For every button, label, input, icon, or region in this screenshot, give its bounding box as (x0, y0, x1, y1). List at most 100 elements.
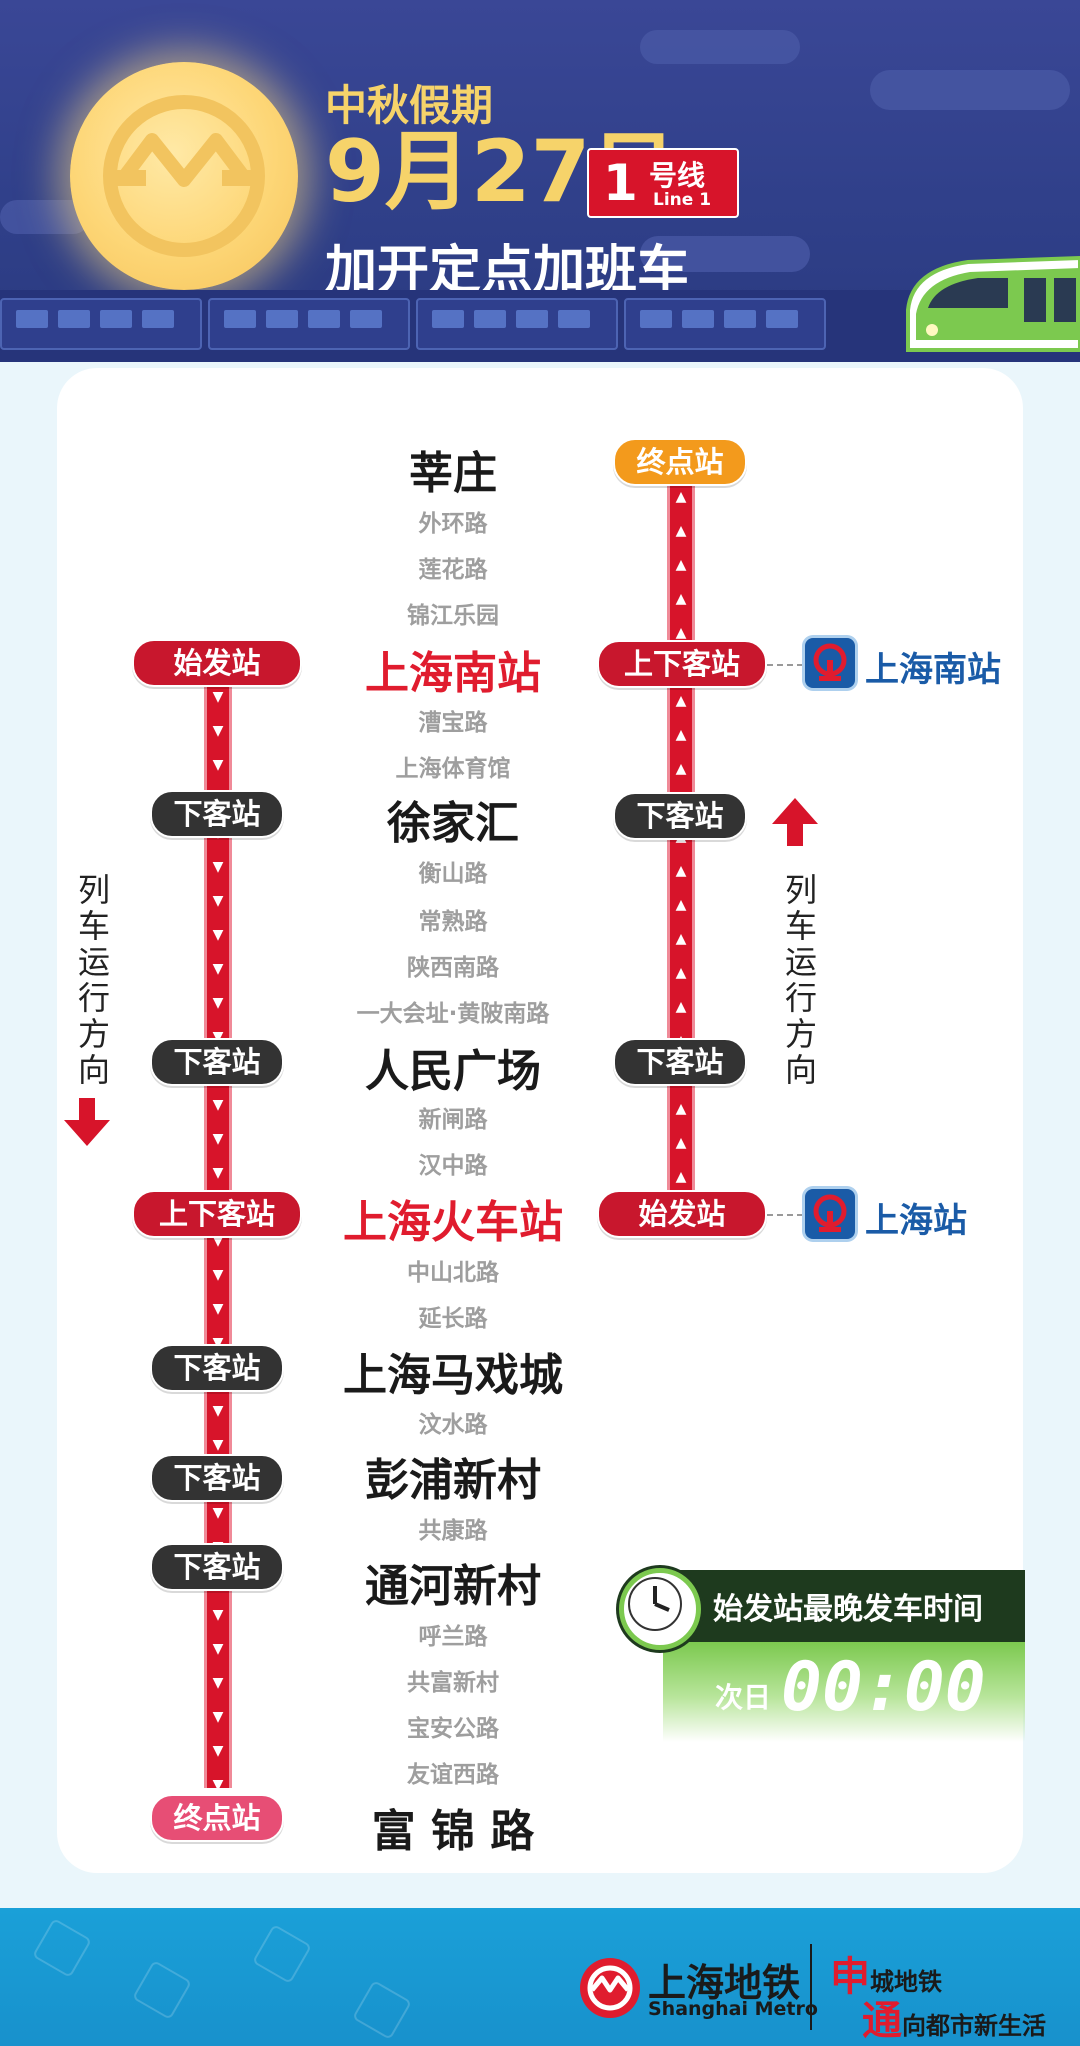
chevron-up-icon: ▲ (675, 693, 687, 709)
chevron-down-icon: ▼ (212, 961, 224, 977)
slogan-rest: 城地铁 (870, 1967, 942, 1996)
footer-brand-en: Shanghai Metro (648, 1998, 818, 2020)
chevron-up-icon: ▲ (675, 1135, 687, 1151)
chevron-down-icon: ▼ (212, 1335, 224, 1351)
cloud-decoration (640, 30, 800, 64)
station-name-major: 上海马戏城 (343, 1350, 563, 1401)
header-banner: 中秋假期 9月27日 1 号线 Line 1 加开定点加班车 (0, 0, 1080, 362)
right-direction-label: 列车运行方向 (780, 873, 818, 1089)
station-name-minor: 常熟路 (418, 909, 488, 935)
next-day-prefix: 次日 (715, 1681, 772, 1714)
last-train-time: 00:00 (781, 1648, 986, 1727)
station-name-minor: 漕宝路 (418, 710, 488, 736)
station-name-major: 彭浦新村 (365, 1455, 541, 1506)
station-name-minor: 共富新村 (407, 1670, 499, 1696)
last-train-panel: 始发站最晚发车时间 次日 00:00 (619, 1568, 1025, 1743)
metro-logo-icon (580, 1958, 640, 2018)
station-name-major: 徐家汇 (387, 798, 519, 849)
station-name-major: 莘庄 (409, 448, 497, 499)
down-arrow-icon (64, 1098, 110, 1146)
line-number: 1 (603, 154, 638, 212)
hex-decoration (131, 1959, 193, 2021)
station-name-major: 人民广场 (365, 1046, 541, 1097)
chevron-down-icon: ▼ (212, 1505, 224, 1521)
left-tag-alight: 下客站 (150, 790, 284, 838)
station-name-minor: 莲花路 (418, 557, 488, 583)
left-tag-terminus: 终点站 (150, 1794, 284, 1842)
railway-icon (805, 638, 855, 688)
chevron-down-icon: ▼ (212, 1165, 224, 1181)
footer-banner: 上海地铁 Shanghai Metro 申城地铁 通向都市新生活 (0, 1908, 1080, 2046)
chevron-up-icon: ▲ (675, 625, 687, 641)
chevron-down-icon: ▼ (212, 1131, 224, 1147)
station-name-major: 上海南站 (365, 648, 541, 699)
last-train-header: 始发站最晚发车时间 (663, 1570, 1025, 1642)
railway-station-label: 上海站 (865, 1201, 967, 1241)
chevron-down-icon: ▼ (212, 893, 224, 909)
chevron-down-icon: ▼ (212, 1097, 224, 1113)
train-rail-strip (0, 290, 1080, 362)
station-name-minor: 锦江乐园 (407, 603, 499, 629)
cloud-decoration (870, 70, 1070, 110)
right-tag-alight: 下客站 (613, 792, 747, 840)
chevron-down-icon: ▼ (212, 757, 224, 773)
left-tag-origin: 始发站 (132, 639, 302, 687)
chevron-up-icon: ▲ (675, 897, 687, 913)
train-car (0, 298, 202, 350)
clock-icon (619, 1568, 701, 1650)
chevron-up-icon: ▲ (675, 557, 687, 573)
chevron-up-icon: ▲ (675, 727, 687, 743)
chevron-up-icon: ▲ (675, 1101, 687, 1117)
left-direction-label: 列车运行方向 (73, 873, 111, 1089)
station-name-major: 通河新村 (365, 1561, 541, 1612)
train-head-icon (906, 255, 1080, 352)
line-badge: 1 号线 Line 1 (587, 148, 739, 218)
right-tag-terminus: 终点站 (613, 438, 747, 486)
metro-logo-icon (103, 95, 265, 257)
station-name-minor: 一大会址·黄陂南路 (356, 1001, 550, 1027)
left-tag-alight: 下客站 (150, 1038, 284, 1086)
transfer-connector (767, 664, 803, 666)
train-car (416, 298, 618, 350)
station-name-minor: 陕西南路 (407, 955, 499, 981)
footer-brand-cn: 上海地铁 (648, 1961, 801, 2005)
left-tag-board-alight: 上下客站 (132, 1190, 302, 1238)
slogan-char: 通 (862, 1997, 902, 2044)
chevron-down-icon: ▼ (212, 1029, 224, 1045)
chevron-down-icon: ▼ (212, 1403, 224, 1419)
station-name-minor: 共康路 (418, 1518, 488, 1544)
chevron-up-icon: ▲ (675, 1169, 687, 1185)
station-name-minor: 呼兰路 (418, 1624, 488, 1650)
up-arrow-icon (772, 798, 818, 846)
right-tag-board-alight: 上下客站 (597, 640, 767, 688)
chevron-up-icon: ▲ (675, 965, 687, 981)
hex-decoration (31, 1917, 93, 1979)
chevron-down-icon: ▼ (212, 1709, 224, 1725)
station-name-minor: 外环路 (418, 511, 488, 537)
station-name-minor: 汶水路 (418, 1412, 488, 1438)
hex-decoration (251, 1923, 313, 1985)
slogan-rest: 向都市新生活 (902, 2011, 1046, 2040)
train-car (624, 298, 826, 350)
station-name-minor: 上海体育馆 (395, 756, 511, 782)
chevron-down-icon: ▼ (212, 995, 224, 1011)
station-name-minor: 友谊西路 (407, 1762, 499, 1788)
chevron-down-icon: ▼ (212, 1233, 224, 1249)
railway-icon (805, 1189, 855, 1239)
line-label-en: Line 1 (653, 190, 712, 210)
station-name-major: 上海火车站 (343, 1197, 563, 1248)
chevron-down-icon: ▼ (212, 1267, 224, 1283)
railway-station-label: 上海南站 (865, 650, 1001, 690)
chevron-down-icon: ▼ (212, 927, 224, 943)
right-tag-origin: 始发站 (597, 1190, 767, 1238)
left-tag-alight: 下客站 (150, 1543, 284, 1591)
slogan-char: 申 (830, 1953, 870, 2000)
chevron-down-icon: ▼ (212, 689, 224, 705)
chevron-down-icon: ▼ (212, 1675, 224, 1691)
train-car (208, 298, 410, 350)
chevron-down-icon: ▼ (212, 1777, 224, 1793)
station-name-minor: 中山北路 (407, 1260, 499, 1286)
chevron-up-icon: ▲ (675, 591, 687, 607)
last-train-title: 始发站最晚发车时间 (713, 1592, 983, 1627)
right-tag-alight: 下客站 (613, 1038, 747, 1086)
